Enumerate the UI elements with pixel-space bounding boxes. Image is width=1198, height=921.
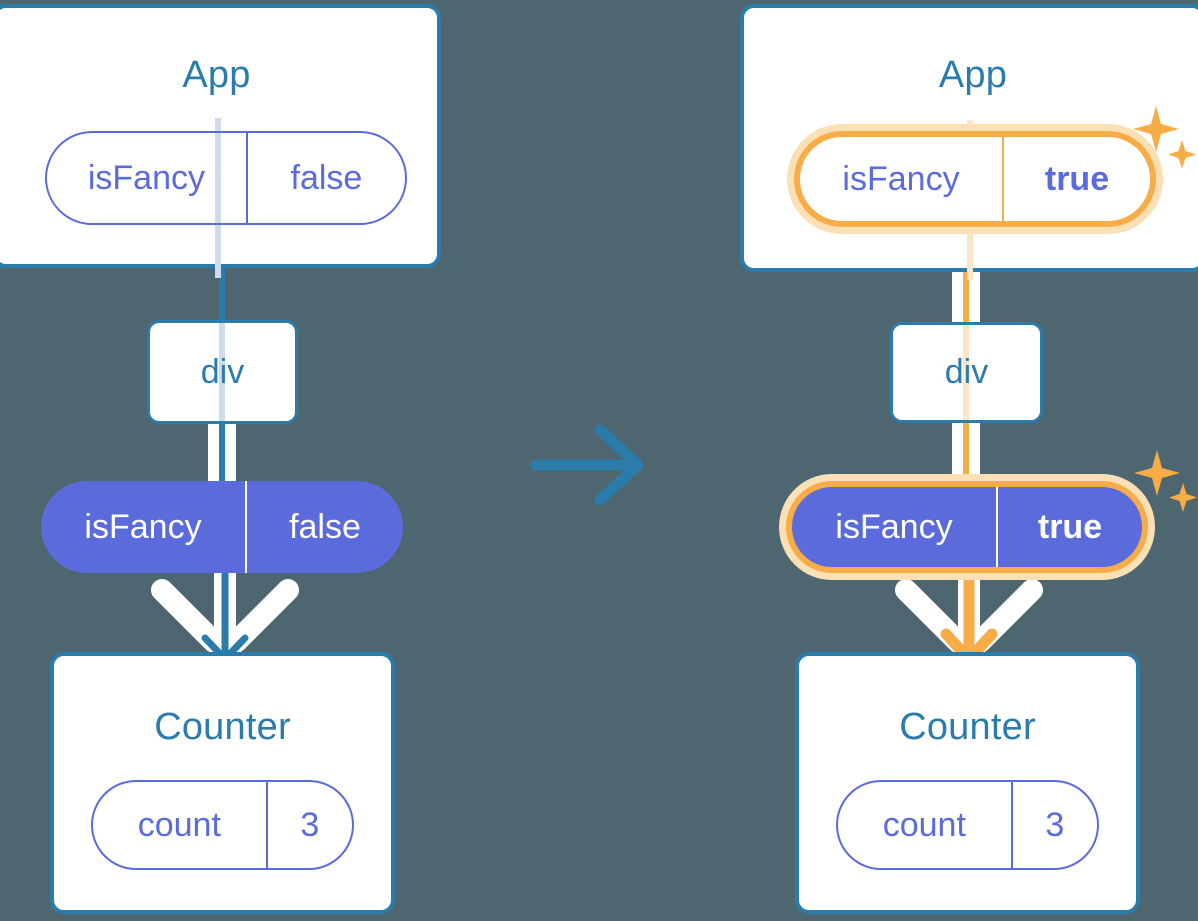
div-node-before: div — [147, 320, 298, 424]
app-state-pill-value-after: true — [1044, 159, 1110, 198]
counter-state-pill-before: count 3 — [91, 780, 354, 870]
prop-pill-key-before: isFancy — [41, 481, 247, 573]
prop-pill-value-before: false — [289, 507, 361, 546]
wire-app-to-div-before — [219, 255, 225, 325]
counter-panel-title-after: Counter — [899, 706, 1036, 748]
wire-app-to-div-after — [963, 250, 969, 328]
counter-panel-after: Counter count 3 — [795, 652, 1140, 914]
app-state-pill-key-after: isFancy — [800, 137, 1004, 221]
counter-state-pill-after: count 3 — [836, 780, 1099, 870]
wire-inbox-div-after — [963, 325, 969, 420]
prop-pill-value-after: true — [1037, 507, 1103, 546]
app-panel-title-after: App — [938, 54, 1008, 96]
app-state-pill-key-before: isFancy — [47, 133, 248, 223]
app-panel-title-before: App — [182, 54, 251, 96]
counter-state-pill-value-before: 3 — [300, 805, 320, 844]
flow-core-div-to-pill-before — [219, 420, 225, 488]
prop-pill-before: isFancy false — [41, 481, 403, 573]
counter-panel-before: Counter count 3 — [50, 652, 395, 914]
app-panel-before: App isFancy false — [0, 4, 441, 278]
counter-state-pill-key-before: count — [93, 782, 268, 868]
div-node-label-after: div — [944, 353, 989, 391]
app-state-pill-value-before: false — [290, 158, 363, 197]
sparkle-icon-prop-after — [1134, 450, 1197, 512]
div-node-after: div — [890, 322, 1043, 423]
counter-state-pill-key-after: count — [838, 782, 1013, 868]
prop-pill-after: isFancy true — [786, 481, 1148, 573]
app-panel-after: App isFancy true — [740, 4, 1198, 280]
arrow-right-icon — [530, 424, 644, 506]
flow-core-div-to-pill-after — [963, 420, 969, 488]
app-state-pill-before: isFancy false — [45, 131, 407, 225]
wire-inbox-div-before — [219, 323, 225, 421]
app-state-pill-after: isFancy true — [794, 131, 1156, 227]
div-node-label-before: div — [200, 352, 245, 391]
counter-panel-title-before: Counter — [154, 706, 291, 748]
counter-state-pill-value-after: 3 — [1045, 805, 1065, 844]
sparkle-icon-app-after — [1133, 106, 1196, 169]
prop-pill-key-after: isFancy — [792, 487, 998, 567]
